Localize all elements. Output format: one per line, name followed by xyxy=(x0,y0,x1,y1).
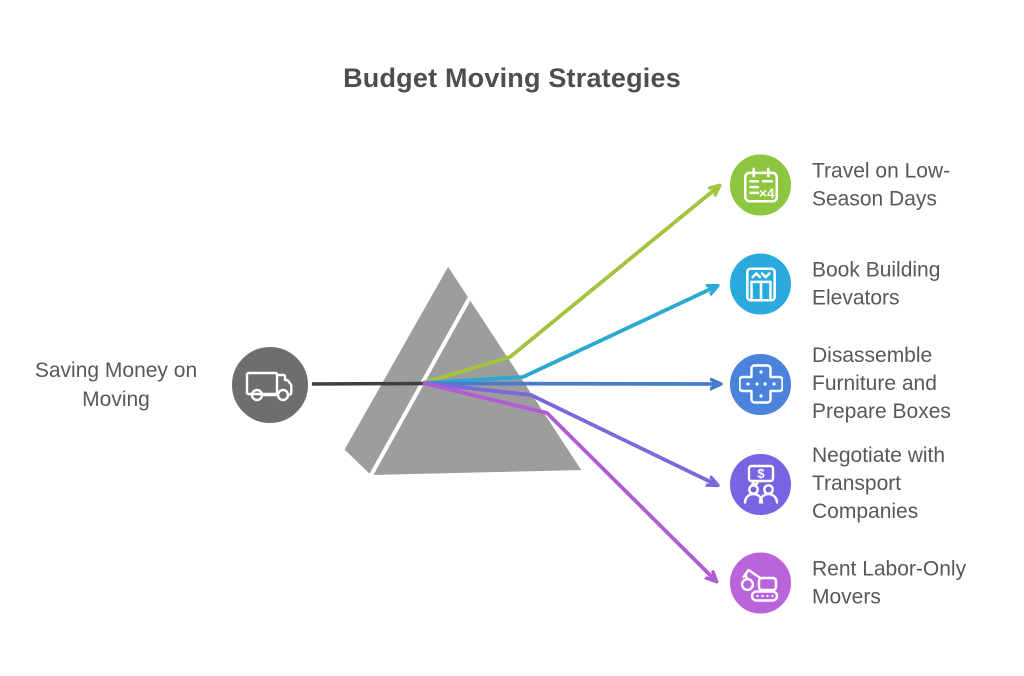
negotiation-icon: $ xyxy=(743,464,778,504)
strategy-label: Disassemble Furniture and Prepare Boxes xyxy=(812,344,951,423)
ray-book-elevators xyxy=(422,286,717,385)
strategy-bubble xyxy=(726,349,795,419)
strategy-label: Negotiate with Transport Companies xyxy=(812,444,946,523)
ray-travel-low-season xyxy=(422,186,719,385)
ray-rent-labor-movers xyxy=(422,381,716,581)
strategy-bubble xyxy=(726,548,795,618)
strategy-bubble xyxy=(726,249,795,319)
strategy-item-low-season: ×4 Travel on Low- Season Days xyxy=(726,150,1012,220)
strategy-item-negotiate: $ Negotiate with Transport Companies xyxy=(726,442,1012,526)
ray-disassemble-furniture xyxy=(422,384,720,385)
strategy-label: Book Building Elevators xyxy=(812,258,941,309)
calendar-x4-icon: ×4 xyxy=(743,166,778,203)
incoming-beam xyxy=(310,381,425,386)
strategy-bubble: $ xyxy=(726,449,795,519)
strategy-bubble: ×4 xyxy=(726,150,795,220)
truck-icon xyxy=(245,371,293,402)
hub-label: Saving Money on Moving xyxy=(34,359,198,411)
hub-bubble xyxy=(228,343,312,427)
page-title: Budget Moving Strategies xyxy=(343,63,681,93)
ray-negotiate-transport xyxy=(422,381,717,485)
strategy-label: Travel on Low- Season Days xyxy=(812,159,951,210)
strategy-item-labor-movers: Rent Labor-Only Movers xyxy=(726,548,1012,618)
prism-top-edge xyxy=(446,261,476,292)
elevator-icon xyxy=(745,266,776,302)
calendar-x4-badge: ×4 xyxy=(758,186,774,201)
disassembled-cross-icon xyxy=(738,364,783,404)
dollar-badge: $ xyxy=(757,466,765,481)
strategy-item-disassemble: Disassemble Furniture and Prepare Boxes xyxy=(726,342,1012,426)
strategy-label: Rent Labor-Only Movers xyxy=(812,557,967,608)
strategy-item-elevators: Book Building Elevators xyxy=(726,249,1012,319)
crane-icon xyxy=(740,568,778,602)
